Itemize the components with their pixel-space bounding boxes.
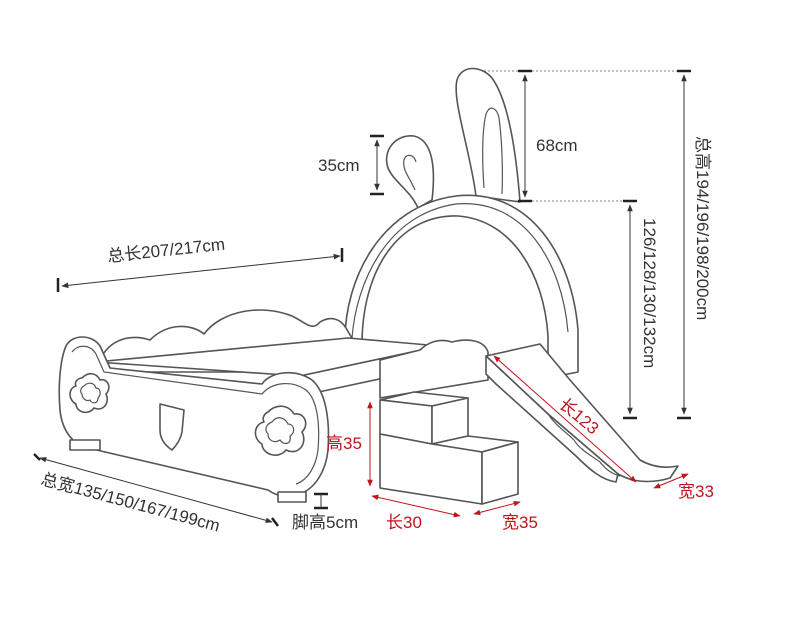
short-ear [385, 135, 435, 209]
dimensions-black [33, 69, 691, 527]
foot-left [69, 439, 101, 451]
paw-print-right [254, 405, 307, 456]
dimensions-red [367, 355, 689, 518]
headboard-arch [344, 194, 579, 379]
label-step-height: 高35 [326, 434, 362, 453]
label-ear-height: 35cm [318, 156, 360, 175]
heart-emblem [159, 403, 185, 451]
step-lower-side [481, 441, 519, 505]
slide-width-line [653, 473, 689, 489]
slide-length-line [493, 355, 637, 483]
total-width-line [39, 456, 273, 524]
footboard-inner [71, 345, 320, 485]
steps-block [379, 391, 519, 505]
total-length-line [61, 253, 341, 289]
step-length-line [371, 494, 461, 518]
label-ear-top: 68cm [536, 136, 578, 155]
paw-print-left [69, 372, 110, 414]
right-side-panel [379, 339, 489, 399]
decorations [69, 372, 307, 456]
step-width-line [473, 500, 521, 516]
label-total-length: 总长207/217cm [106, 235, 225, 266]
label-step-width: 宽35 [502, 513, 538, 532]
tall-ear-inner [482, 107, 503, 195]
rabbit-ears [385, 67, 521, 209]
label-headboard-height: 126/128/130/132cm [640, 218, 659, 368]
foot-right [277, 491, 307, 503]
label-foot-height: 脚高5cm [292, 513, 358, 532]
footboard [58, 336, 330, 497]
short-ear-curl [403, 154, 417, 191]
label-total-height: 总高194/196/198/200cm [693, 136, 712, 320]
headboard [344, 194, 579, 379]
label-step-length: 长30 [386, 513, 422, 532]
headboard-inner-arch [351, 203, 569, 339]
label-total-width: 总宽135/150/167/199cm [39, 470, 222, 536]
bed-frame [58, 309, 489, 503]
label-slide-width: 宽33 [678, 482, 714, 501]
tall-ear [455, 67, 521, 203]
